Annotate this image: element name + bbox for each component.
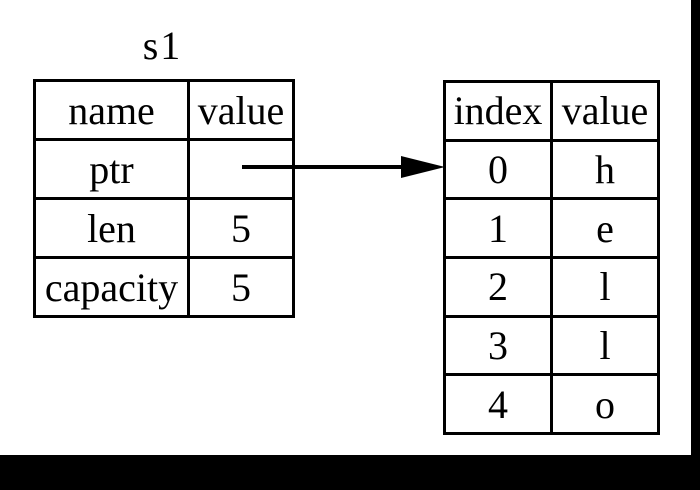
heap-header-row: index value — [443, 80, 660, 142]
heap-row-3: 3 l — [443, 314, 660, 377]
pointer-arrowhead-icon — [401, 156, 445, 178]
heap-index-cell: 4 — [443, 373, 553, 436]
heap-index-cell: 0 — [443, 138, 553, 201]
heap-value-cell: l — [550, 314, 660, 377]
heap-row-0: 0 h — [443, 138, 660, 201]
heap-table: index value 0 h 1 e 2 l 3 l 4 o — [443, 80, 660, 436]
heap-value-cell: e — [550, 197, 660, 260]
heap-index-cell: 1 — [443, 197, 553, 260]
stack-ptr-name-cell: ptr — [33, 138, 190, 200]
pointer-arrow — [242, 156, 445, 178]
heap-index-cell: 2 — [443, 256, 553, 318]
stack-row-len: len 5 — [33, 197, 295, 259]
stack-header-name: name — [33, 79, 190, 141]
heap-value-cell: l — [550, 256, 660, 318]
stack-header-row: name value — [33, 79, 295, 141]
heap-header-value: value — [550, 80, 660, 142]
heap-header-index: index — [443, 80, 553, 142]
heap-row-2: 2 l — [443, 256, 660, 318]
heap-value-cell: h — [550, 138, 660, 201]
heap-row-4: 4 o — [443, 373, 660, 436]
stack-capacity-name-cell: capacity — [33, 256, 190, 318]
variable-name-label: s1 — [142, 23, 183, 68]
stack-len-name-cell: len — [33, 197, 190, 259]
heap-value-cell: o — [550, 373, 660, 436]
right-black-bar — [691, 0, 700, 490]
stack-len-value-cell: 5 — [187, 197, 295, 259]
stack-capacity-value-cell: 5 — [187, 256, 295, 318]
stack-table: name value ptr len 5 capacity 5 — [33, 79, 295, 318]
stack-header-value: value — [187, 79, 295, 141]
heap-row-1: 1 e — [443, 197, 660, 260]
bottom-black-bar — [0, 455, 700, 490]
heap-index-cell: 3 — [443, 314, 553, 377]
stack-row-capacity: capacity 5 — [33, 256, 295, 318]
